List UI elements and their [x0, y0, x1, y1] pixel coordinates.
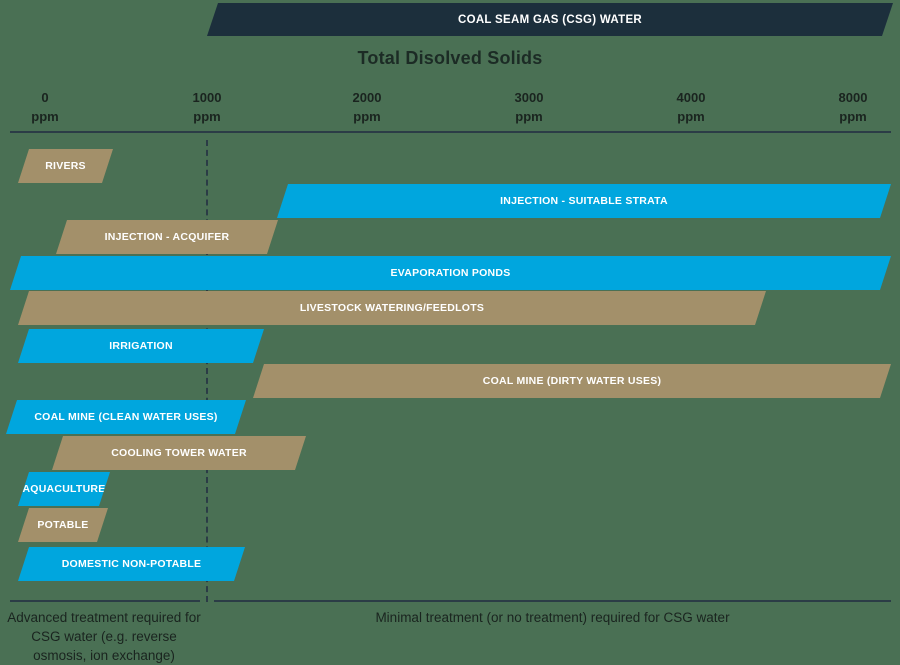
axis-line: [10, 131, 891, 133]
bar-label: INJECTION - SUITABLE STRATA: [500, 195, 668, 207]
bar-injection-acquifer[interactable]: INJECTION - ACQUIFER: [56, 220, 278, 254]
bar-injection-suitable-strata[interactable]: INJECTION - SUITABLE STRATA: [277, 184, 891, 218]
header-banner-label: COAL SEAM GAS (CSG) WATER: [457, 13, 643, 26]
bar-livestock-watering-feedlots[interactable]: LIVESTOCK WATERING/FEEDLOTS: [18, 291, 766, 325]
axis-tick-0: 0 ppm: [0, 88, 90, 126]
bar-label: POTABLE: [37, 519, 89, 531]
bar-label: COAL MINE (CLEAN WATER USES): [34, 411, 218, 423]
threshold-divider-line: [206, 140, 208, 602]
bar-label: EVAPORATION PONDS: [390, 267, 511, 279]
axis-tick-value: 0: [41, 90, 49, 105]
chart-title: Total Disolved Solids: [357, 48, 543, 68]
bar-irrigation[interactable]: IRRIGATION: [18, 329, 264, 363]
bar-rivers[interactable]: RIVERS: [18, 149, 113, 183]
bar-label: RIVERS: [45, 160, 86, 172]
bar-label: COAL MINE (DIRTY WATER USES): [482, 375, 662, 387]
header-banner: COAL SEAM GAS (CSG) WATER: [207, 3, 893, 36]
bar-label: COOLING TOWER WATER: [111, 447, 247, 459]
caption-minimal-treatment: Minimal treatment (or no treatment) requ…: [375, 610, 730, 625]
axis-tick-1000: 1000 ppm: [162, 88, 252, 126]
bar-label: AQUACULTURE: [22, 483, 106, 495]
bar-aquaculture[interactable]: AQUACULTURE: [18, 472, 110, 506]
bar-potable[interactable]: POTABLE: [18, 508, 108, 542]
axis-tick-value: 3000: [514, 90, 544, 105]
footer-rule-right: [214, 600, 891, 602]
axis-tick-unit: ppm: [31, 109, 59, 124]
axis-tick-unit: ppm: [839, 109, 867, 124]
axis-tick-unit: ppm: [677, 109, 705, 124]
bar-cooling-tower-water[interactable]: COOLING TOWER WATER: [52, 436, 306, 470]
axis-tick-4000: 4000 ppm: [646, 88, 736, 126]
axis-tick-value: 2000: [352, 90, 382, 105]
bar-coal-mine-dirty-water-uses[interactable]: COAL MINE (DIRTY WATER USES): [253, 364, 891, 398]
bar-domestic-non-potable[interactable]: DOMESTIC NON-POTABLE: [18, 547, 245, 581]
bar-label: IRRIGATION: [109, 340, 173, 352]
axis-tick-3000: 3000 ppm: [484, 88, 574, 126]
bar-label: LIVESTOCK WATERING/FEEDLOTS: [299, 302, 485, 314]
axis-tick-value: 4000: [676, 90, 706, 105]
bar-coal-mine-clean-water-uses[interactable]: COAL MINE (CLEAN WATER USES): [6, 400, 246, 434]
axis-tick-8000: 8000 ppm: [808, 88, 898, 126]
axis-tick-unit: ppm: [515, 109, 543, 124]
axis-tick-unit: ppm: [353, 109, 381, 124]
caption-advanced-treatment: Advanced treatment required for CSG wate…: [7, 610, 201, 663]
bar-label: DOMESTIC NON-POTABLE: [61, 558, 202, 570]
bar-evaporation-ponds[interactable]: EVAPORATION PONDS: [10, 256, 891, 290]
axis-tick-unit: ppm: [193, 109, 221, 124]
footer-rule-left: [10, 600, 200, 602]
axis-tick-2000: 2000 ppm: [322, 88, 412, 126]
axis-tick-value: 1000: [192, 90, 222, 105]
axis-tick-value: 8000: [838, 90, 868, 105]
bar-label: INJECTION - ACQUIFER: [104, 231, 230, 243]
